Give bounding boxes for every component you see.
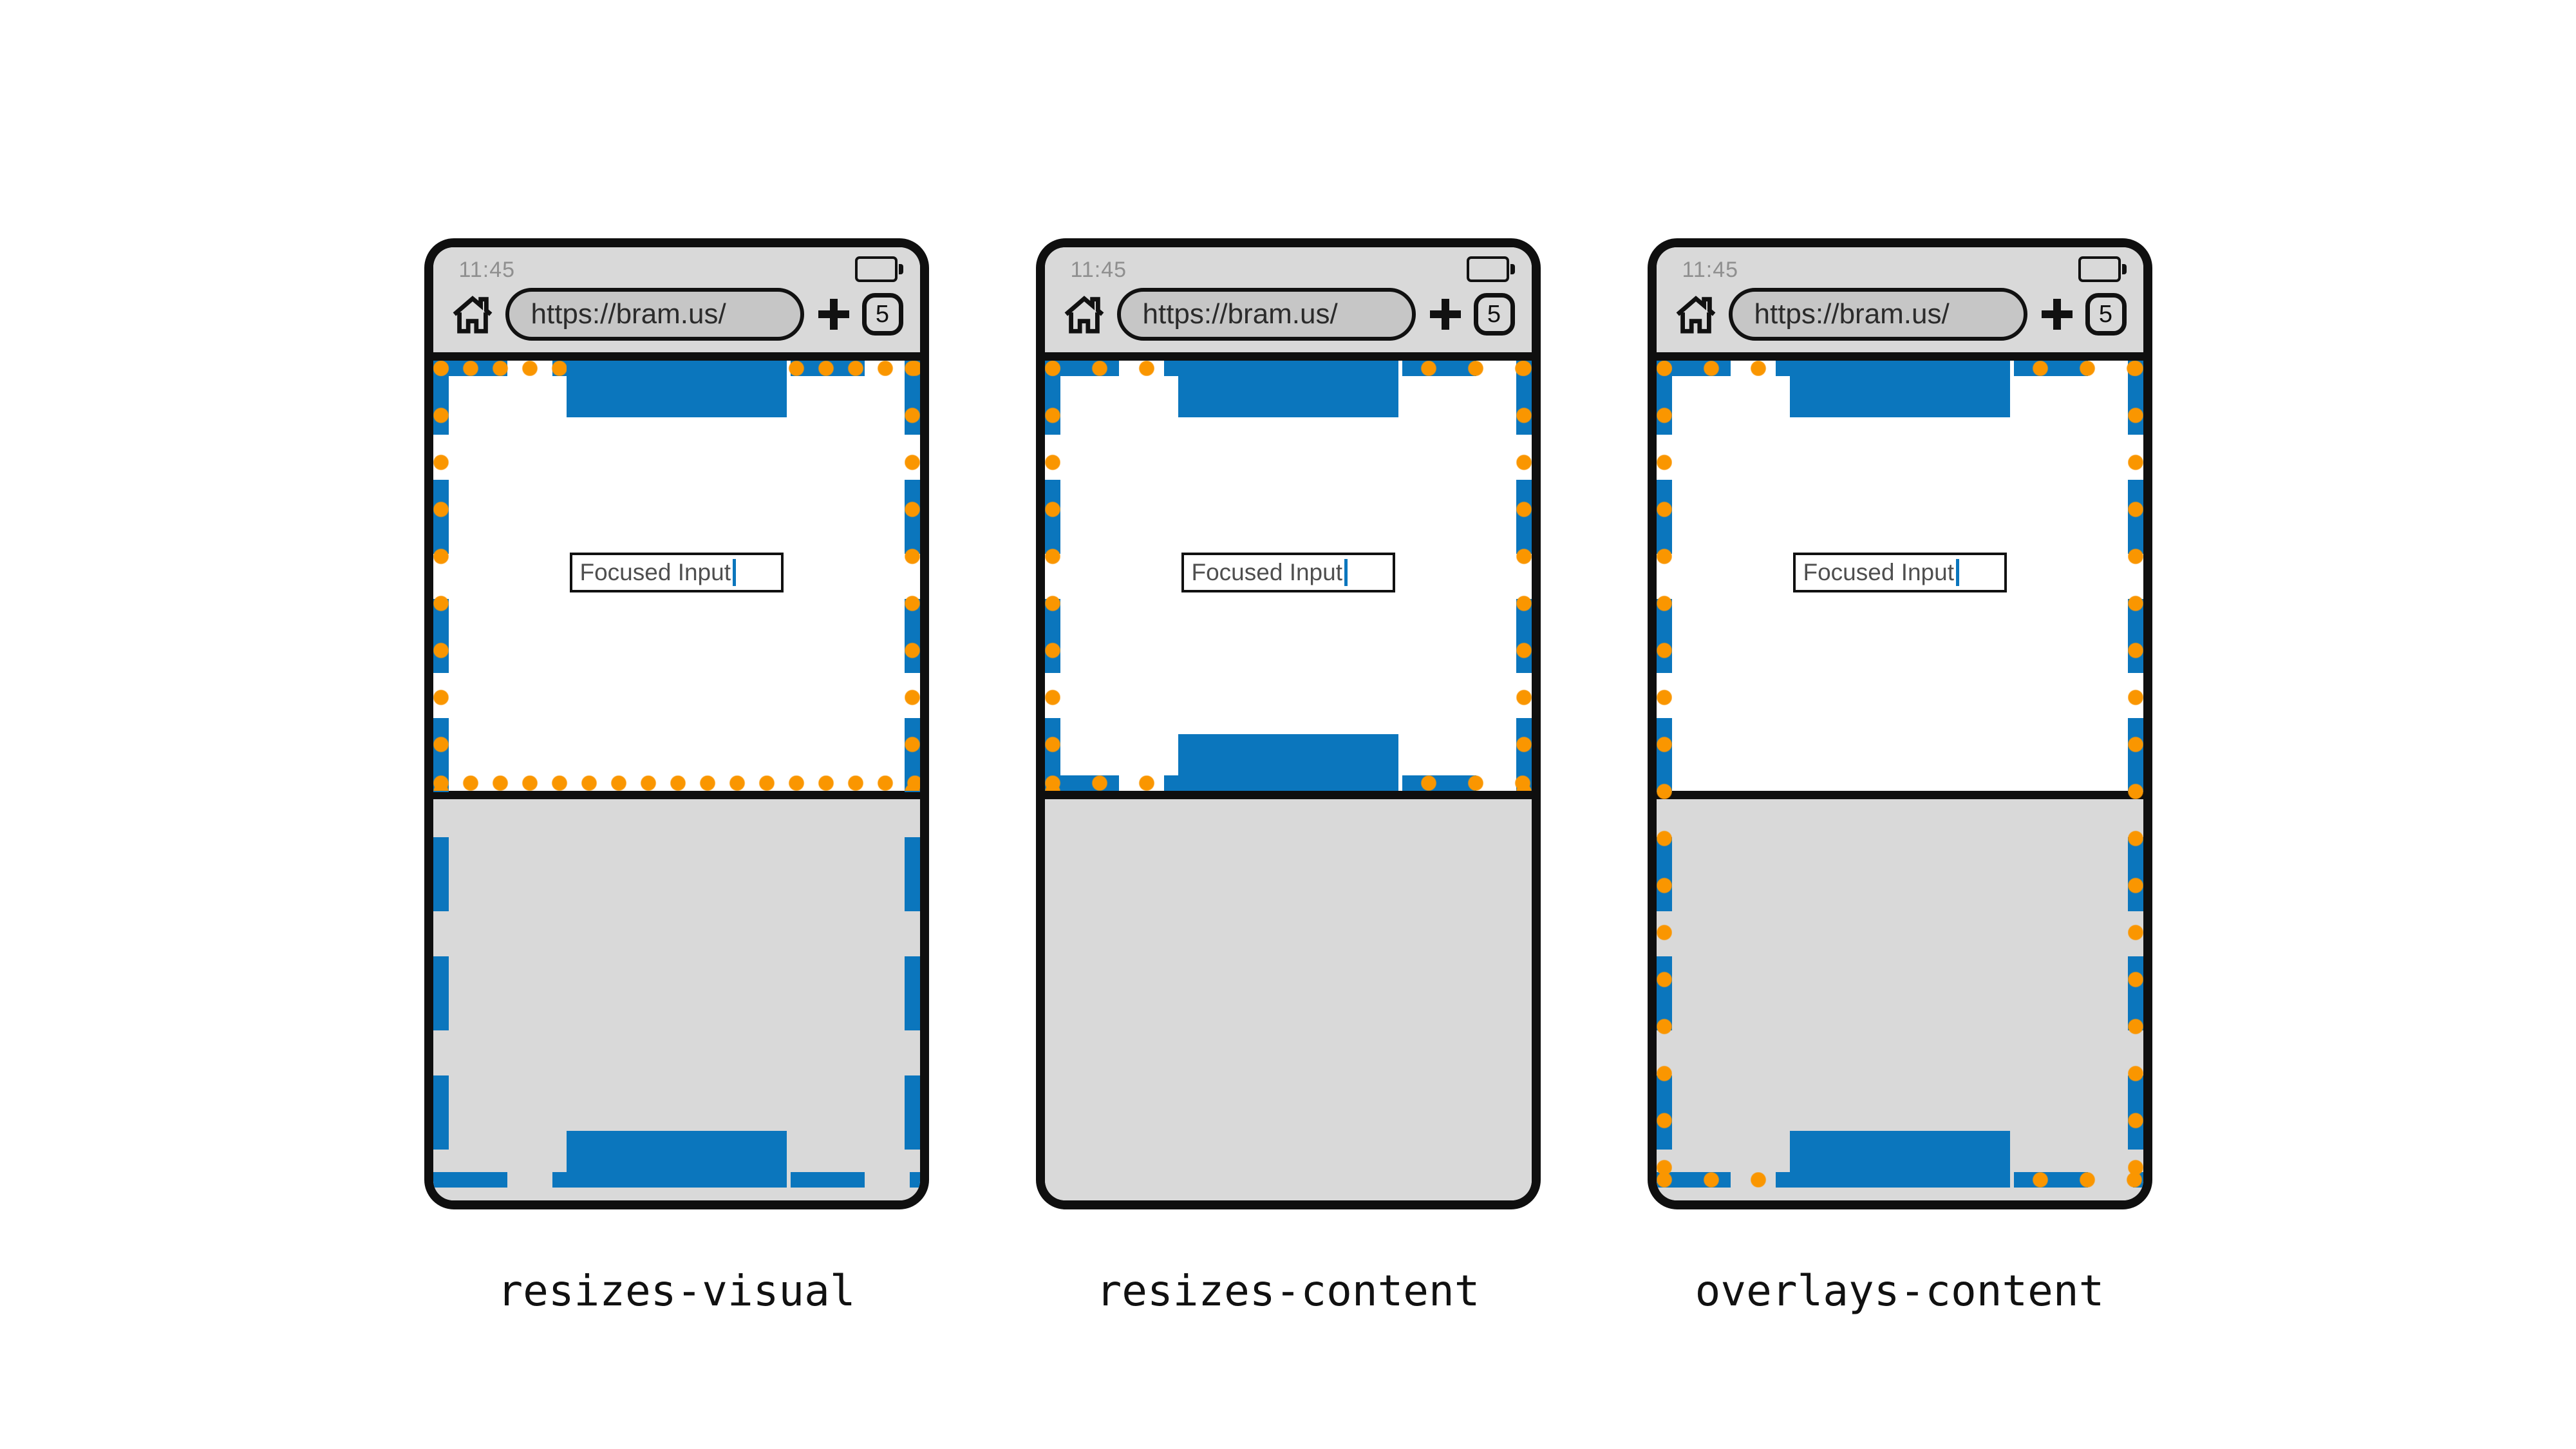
keyboard-top-edge: [433, 791, 920, 799]
column-overlays-content: 11:45: [1647, 238, 2152, 1316]
toolbar-divider: [1044, 352, 1532, 361]
url-bar[interactable]: https://bram.us/: [1728, 288, 2027, 341]
text-caret: [732, 559, 736, 586]
status-bar: 11:45: [1045, 254, 1532, 282]
tab-count-label: 5: [2098, 300, 2113, 328]
page-header-block: [1178, 361, 1398, 417]
keyboard-area: [1044, 799, 1532, 1200]
tab-counter[interactable]: 5: [861, 293, 903, 336]
browser-toolbar: 11:45: [1044, 247, 1532, 352]
url-text: https://bram.us/: [531, 298, 726, 330]
phone-mockup: 11:45: [424, 238, 929, 1209]
page-header-block: [1789, 361, 2010, 417]
toolbar-divider: [433, 352, 920, 361]
tab-count-label: 5: [1487, 300, 1501, 328]
battery-icon: [1466, 256, 1515, 282]
new-tab-plus-icon[interactable]: [2041, 299, 2073, 330]
battery-icon: [2078, 256, 2127, 282]
phone-screen: 11:45: [1656, 247, 2143, 1200]
behavior-label: resizes-visual: [497, 1266, 856, 1316]
clock-label: 11:45: [1070, 258, 1127, 282]
input-value: Focused Input: [1803, 559, 1954, 585]
text-caret: [1955, 559, 1959, 586]
tab-counter[interactable]: 5: [2085, 293, 2127, 336]
focused-input-field[interactable]: Focused Input: [1181, 553, 1395, 592]
phone-screen: 11:45: [433, 247, 920, 1200]
url-bar[interactable]: https://bram.us/: [1116, 288, 1416, 341]
column-resizes-visual: 11:45: [424, 238, 929, 1316]
home-icon[interactable]: [1673, 293, 1718, 336]
page-footer-block: [1789, 1131, 2010, 1188]
text-caret: [1344, 559, 1348, 586]
browser-toolbar: 11:45: [433, 247, 920, 352]
battery-icon: [854, 256, 903, 282]
phone-mockup: 11:45: [1647, 238, 2152, 1209]
focused-input-field[interactable]: Focused Input: [569, 553, 784, 592]
status-bar: 11:45: [433, 254, 920, 282]
keyboard-top-edge: [1656, 791, 2143, 799]
phone-screen: 11:45: [1044, 247, 1532, 1200]
behavior-label: overlays-content: [1695, 1266, 2105, 1316]
focused-input-field[interactable]: Focused Input: [1792, 553, 2007, 592]
visual-viewport-dotted-border: [1044, 361, 1532, 791]
input-value: Focused Input: [579, 559, 731, 585]
home-icon[interactable]: [1062, 293, 1107, 336]
tab-counter[interactable]: 5: [1473, 293, 1515, 336]
phone-mockup: 11:45: [1035, 238, 1541, 1209]
column-resizes-content: 11:45: [1035, 238, 1541, 1316]
url-text: https://bram.us/: [1142, 298, 1338, 330]
new-tab-plus-icon[interactable]: [818, 299, 849, 330]
input-value: Focused Input: [1191, 559, 1342, 585]
visual-viewport-dotted-border: [1656, 361, 2143, 1188]
phones-row: 11:45: [0, 238, 2576, 1316]
visual-viewport-dotted-border: [433, 361, 920, 791]
url-text: https://bram.us/: [1754, 298, 1950, 330]
clock-label: 11:45: [1682, 258, 1739, 282]
keyboard-top-edge: [1044, 791, 1532, 799]
url-bar[interactable]: https://bram.us/: [505, 288, 804, 341]
page-footer-block: [1178, 734, 1398, 791]
page-footer-block: [566, 1131, 787, 1188]
url-row: https://bram.us/ 5: [1045, 285, 1532, 344]
tab-count-label: 5: [875, 300, 890, 328]
url-row: https://bram.us/ 5: [433, 285, 920, 344]
status-bar: 11:45: [1657, 254, 2143, 282]
browser-toolbar: 11:45: [1656, 247, 2143, 352]
home-icon[interactable]: [450, 293, 495, 336]
page-header-block: [566, 361, 787, 417]
behavior-label: resizes-content: [1096, 1266, 1480, 1316]
url-row: https://bram.us/ 5: [1657, 285, 2143, 344]
clock-label: 11:45: [458, 258, 516, 282]
new-tab-plus-icon[interactable]: [1429, 299, 1461, 330]
toolbar-divider: [1656, 352, 2143, 361]
